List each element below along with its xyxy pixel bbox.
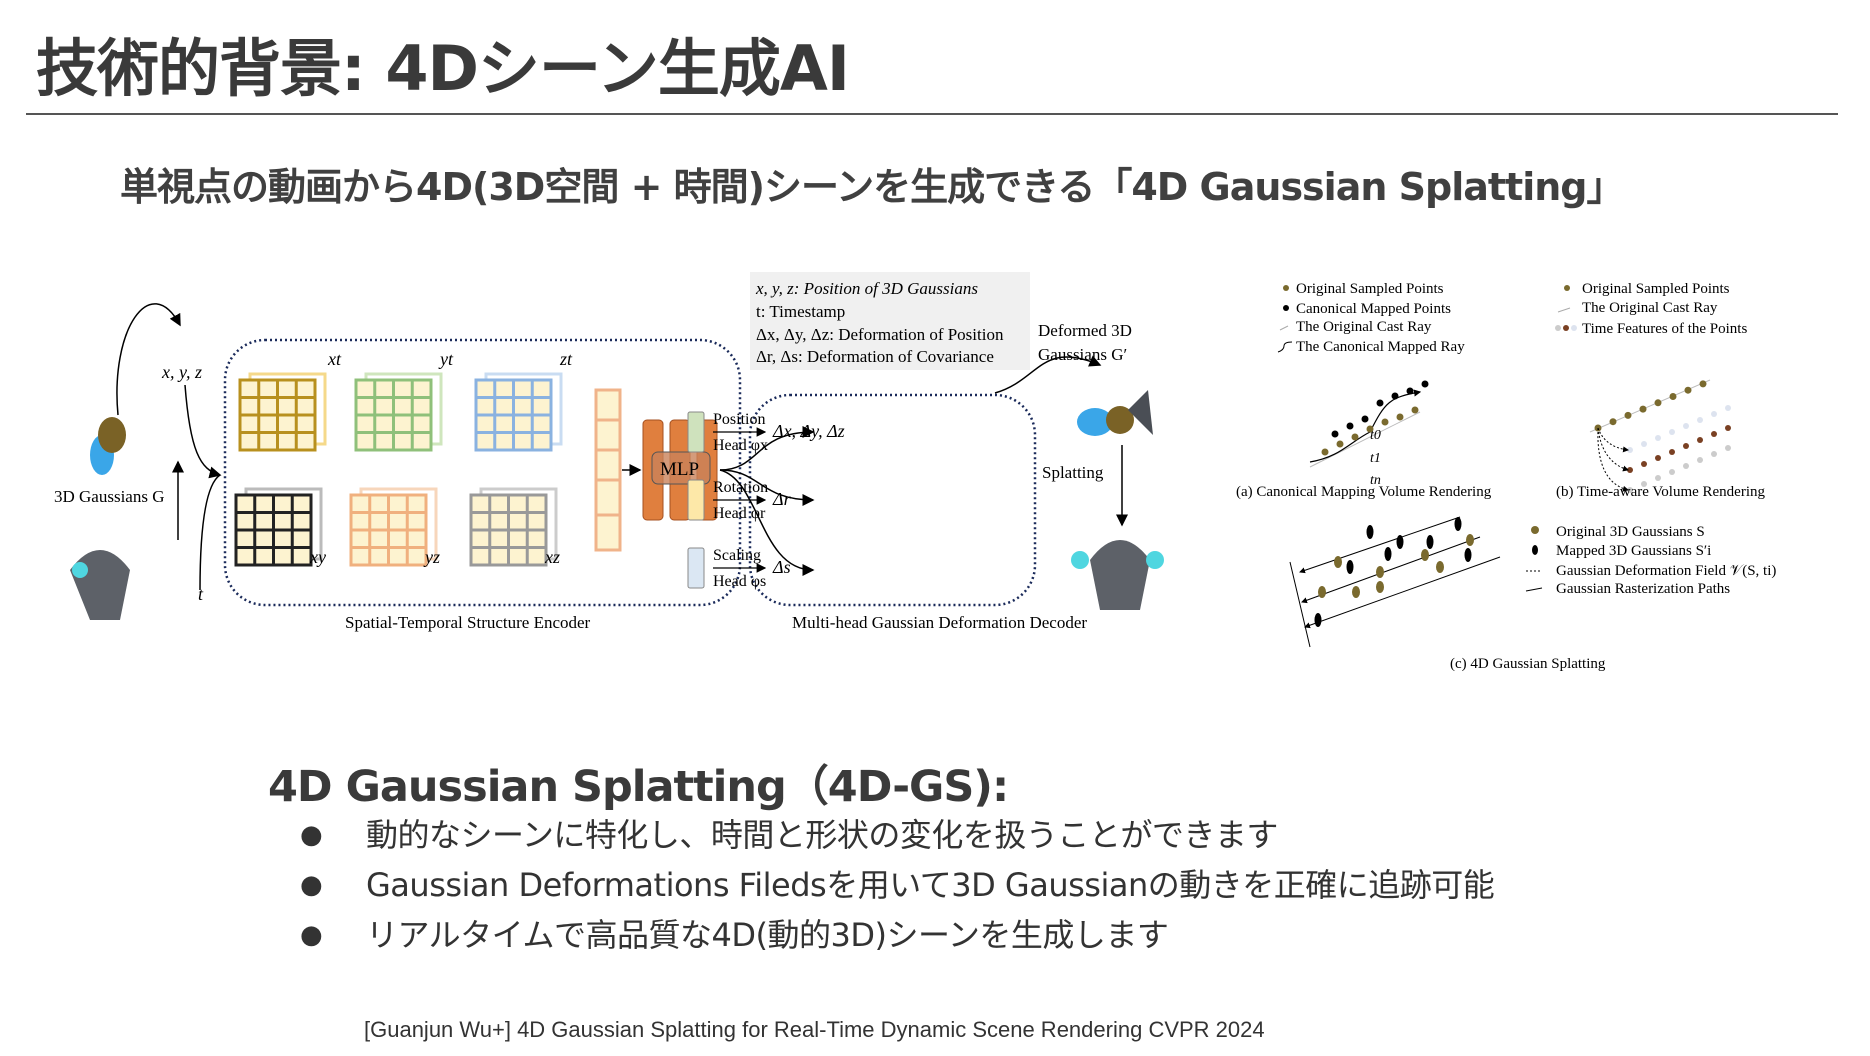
t-label: t bbox=[198, 584, 204, 604]
svg-text:Position: Position bbox=[713, 411, 765, 428]
bullet-text: リアルタイムで高品質な4D(動的3D)シーンを生成します bbox=[366, 916, 1169, 954]
legend-b-item: The Original Cast Ray bbox=[1582, 300, 1718, 316]
mlp-label: MLP bbox=[660, 459, 699, 480]
feature-plane bbox=[238, 372, 327, 452]
section-heading: 4D Gaussian Splatting（4D-GS): bbox=[268, 762, 1009, 812]
legend-box bbox=[750, 272, 1030, 370]
bullet-icon: ● bbox=[300, 920, 323, 950]
feature-plane bbox=[234, 487, 323, 567]
svg-text:Rotation: Rotation bbox=[713, 479, 768, 496]
title-divider bbox=[26, 113, 1838, 115]
legend-b-item: Time Features of the Points bbox=[1582, 321, 1747, 337]
4dgs-plot bbox=[1289, 516, 1501, 648]
feature-vector bbox=[594, 388, 622, 552]
svg-text:Head φr: Head φr bbox=[713, 505, 766, 522]
legend-a-item: Canonical Mapped Points bbox=[1296, 301, 1451, 317]
bullet-item: ● リアルタイムで高品質な4D(動的3D)シーンを生成します bbox=[300, 910, 1494, 960]
plane-label: yt bbox=[438, 349, 454, 369]
caption-a: (a) Canonical Mapping Volume Rendering bbox=[1236, 484, 1492, 500]
feature-plane bbox=[349, 487, 438, 567]
t-label: t1 bbox=[1370, 451, 1381, 466]
deformed-gaussians-icon bbox=[1077, 390, 1153, 436]
svg-text:Δx, Δy, Δz: Δx, Δy, Δz bbox=[772, 421, 845, 441]
plane-label: zt bbox=[559, 349, 573, 369]
citation: [Guanjun Wu+] 4D Gaussian Splatting for … bbox=[364, 1017, 1265, 1042]
bullet-item: ● 動的なシーンに特化し、時間と形状の変化を扱うことができます bbox=[300, 810, 1494, 860]
slide-title: 技術的背景: 4Dシーン生成AI bbox=[36, 32, 850, 105]
input-gaussians-icon bbox=[70, 417, 130, 620]
svg-text:Scaling: Scaling bbox=[713, 547, 761, 564]
mlp-block: MLP bbox=[642, 419, 718, 521]
legend-line: Δr, Δs: Deformation of Covariance bbox=[756, 347, 994, 366]
bullet-icon: ● bbox=[300, 820, 323, 850]
rendered-character-icon bbox=[1071, 540, 1164, 610]
svg-text:Δs: Δs bbox=[772, 557, 791, 577]
bullet-text: 動的なシーンに特化し、時間と形状の変化を扱うことができます bbox=[366, 816, 1278, 854]
plane-label: xz bbox=[544, 547, 560, 567]
svg-text:Head φx: Head φx bbox=[713, 437, 768, 454]
architecture-diagram: x, y, z: Position of 3D Gaussians t: Tim… bbox=[54, 272, 1164, 632]
legend-line: t: Timestamp bbox=[756, 302, 845, 321]
decoder-label: Multi-head Gaussian Deformation Decoder bbox=[792, 613, 1087, 632]
caption-c: (c) 4D Gaussian Splatting bbox=[1450, 656, 1606, 672]
bullet-item: ● Gaussian Deformations Filedsを用いて3D Gaus… bbox=[300, 860, 1495, 910]
legend-c-item: Gaussian Rasterization Paths bbox=[1556, 581, 1730, 597]
t-label: t0 bbox=[1370, 428, 1381, 443]
bullet-list: ● 動的なシーンに特化し、時間と形状の変化を扱うことができます ● Gaussian… bbox=[300, 810, 1495, 960]
caption-b: (b) Time-aware Volume Rendering bbox=[1556, 484, 1765, 500]
feature-plane bbox=[469, 487, 558, 567]
bullet-icon: ● bbox=[300, 870, 323, 900]
splatting-label: Splatting bbox=[1042, 463, 1104, 482]
deformed-label: Gaussians G′ bbox=[1038, 345, 1127, 364]
bullet-text: Gaussian Deformations Filedsを用いて3D Gauss… bbox=[366, 866, 1495, 904]
encoder-label: Spatial-Temporal Structure Encoder bbox=[345, 613, 591, 632]
feature-plane bbox=[354, 372, 443, 452]
legend-c-item: Gaussian Deformation Field 𝒱(S, ti) bbox=[1556, 563, 1776, 579]
input-gaussians-label: 3D Gaussians G bbox=[54, 487, 165, 506]
legend-b-item: Original Sampled Points bbox=[1582, 281, 1730, 297]
legend-line: x, y, z: Position of 3D Gaussians bbox=[755, 279, 978, 298]
plane-label: xy bbox=[309, 547, 326, 567]
legend-c-item: Mapped 3D Gaussians S′i bbox=[1556, 543, 1711, 559]
svg-text:Head φs: Head φs bbox=[713, 573, 766, 590]
plane-label: yz bbox=[423, 547, 440, 567]
legend-c-item: Original 3D Gaussians S bbox=[1556, 524, 1705, 540]
legend-a-item: The Original Cast Ray bbox=[1296, 319, 1432, 335]
comparison-diagram: Original Sampled Points Canonical Mapped… bbox=[1236, 281, 1776, 672]
xyz-label: x, y, z bbox=[161, 362, 202, 382]
time-aware-plot bbox=[1589, 379, 1731, 493]
legend-a-item: Original Sampled Points bbox=[1296, 281, 1444, 297]
deformed-label: Deformed 3D bbox=[1038, 321, 1132, 340]
legend-a-item: The Canonical Mapped Ray bbox=[1296, 339, 1465, 355]
feature-plane bbox=[474, 372, 563, 452]
svg-text:Δr: Δr bbox=[772, 489, 792, 509]
t-label: tn bbox=[1370, 473, 1381, 488]
legend-line: Δx, Δy, Δz: Deformation of Position bbox=[756, 325, 1004, 344]
canonical-mapping-plot bbox=[1309, 380, 1429, 468]
plane-label: xt bbox=[327, 349, 342, 369]
slide-subtitle: 単視点の動画から4D(3D空間 + 時間)シーンを生成できる「4D Gaussi… bbox=[120, 165, 1624, 209]
